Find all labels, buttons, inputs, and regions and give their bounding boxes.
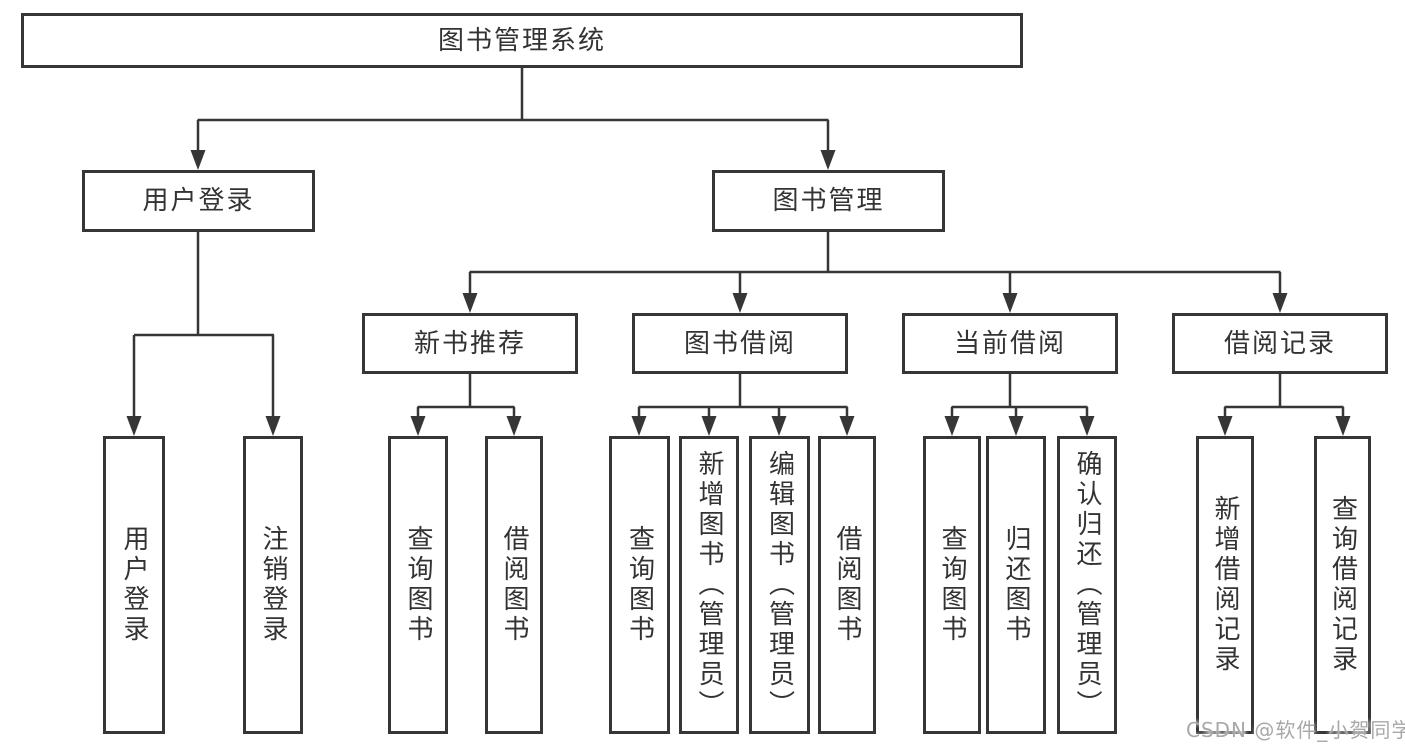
leaf-logout: 注销登录: [243, 436, 303, 734]
leaf-label: 用户登录: [119, 525, 149, 645]
node-label: 图书管理: [772, 186, 885, 216]
leaf-label: 归还图书: [1001, 525, 1031, 645]
leaf-label: 查询图书: [403, 525, 433, 645]
leaf-return-books: 归还图书: [986, 436, 1046, 734]
node-current-borrowing: 当前借阅: [902, 313, 1118, 374]
leaf-label: 借阅图书: [832, 525, 862, 645]
leaf-label: 确认归还（管理员）: [1072, 450, 1102, 720]
leaf-borrow-books-recommend: 借阅图书: [485, 436, 543, 734]
leaf-label: 查询图书: [624, 525, 655, 645]
node-book-borrowing: 图书借阅: [632, 313, 848, 374]
leaf-label: 注销登录: [258, 525, 288, 645]
leaf-edit-books-admin: 编辑图书（管理员）: [749, 436, 810, 734]
node-label: 新书推荐: [413, 328, 526, 359]
node-library-management-system: 图书管理系统: [21, 13, 1023, 68]
node-label: 借阅记录: [1223, 328, 1336, 359]
leaf-query-borrow-record: 查询借阅记录: [1314, 436, 1371, 734]
leaf-borrow-books-borrowing: 借阅图书: [818, 436, 876, 734]
node-label: 当前借阅: [953, 328, 1066, 359]
leaf-query-books-current: 查询图书: [923, 436, 981, 734]
node-user-login: 用户登录: [82, 170, 315, 232]
node-borrowing-records: 借阅记录: [1172, 313, 1388, 374]
node-label: 图书借阅: [683, 328, 796, 359]
leaf-add-books-admin: 新增图书（管理员）: [679, 436, 739, 734]
leaf-add-borrow-record: 新增借阅记录: [1196, 436, 1254, 734]
leaf-query-books-recommend: 查询图书: [388, 436, 448, 734]
node-new-book-recommendation: 新书推荐: [362, 313, 578, 374]
leaf-label: 查询借阅记录: [1327, 495, 1358, 675]
watermark-text: CSDN @软件_小贺同学: [1186, 718, 1405, 742]
node-book-management: 图书管理: [712, 170, 945, 232]
leaf-label: 新增借阅记录: [1210, 495, 1240, 675]
leaf-label: 编辑图书（管理员）: [764, 450, 795, 720]
connector-paths: [132, 68, 1345, 418]
arrowhead-glyphs: [126, 150, 1351, 436]
leaf-query-books-borrowing: 查询图书: [609, 436, 670, 734]
leaf-label: 借阅图书: [499, 525, 529, 645]
leaf-label: 查询图书: [937, 525, 967, 645]
leaf-label: 新增图书（管理员）: [694, 450, 724, 720]
node-label: 用户登录: [142, 186, 255, 216]
node-label: 图书管理系统: [437, 25, 606, 56]
leaf-user-login: 用户登录: [103, 436, 165, 734]
leaf-confirm-return-admin: 确认归还（管理员）: [1057, 436, 1117, 734]
